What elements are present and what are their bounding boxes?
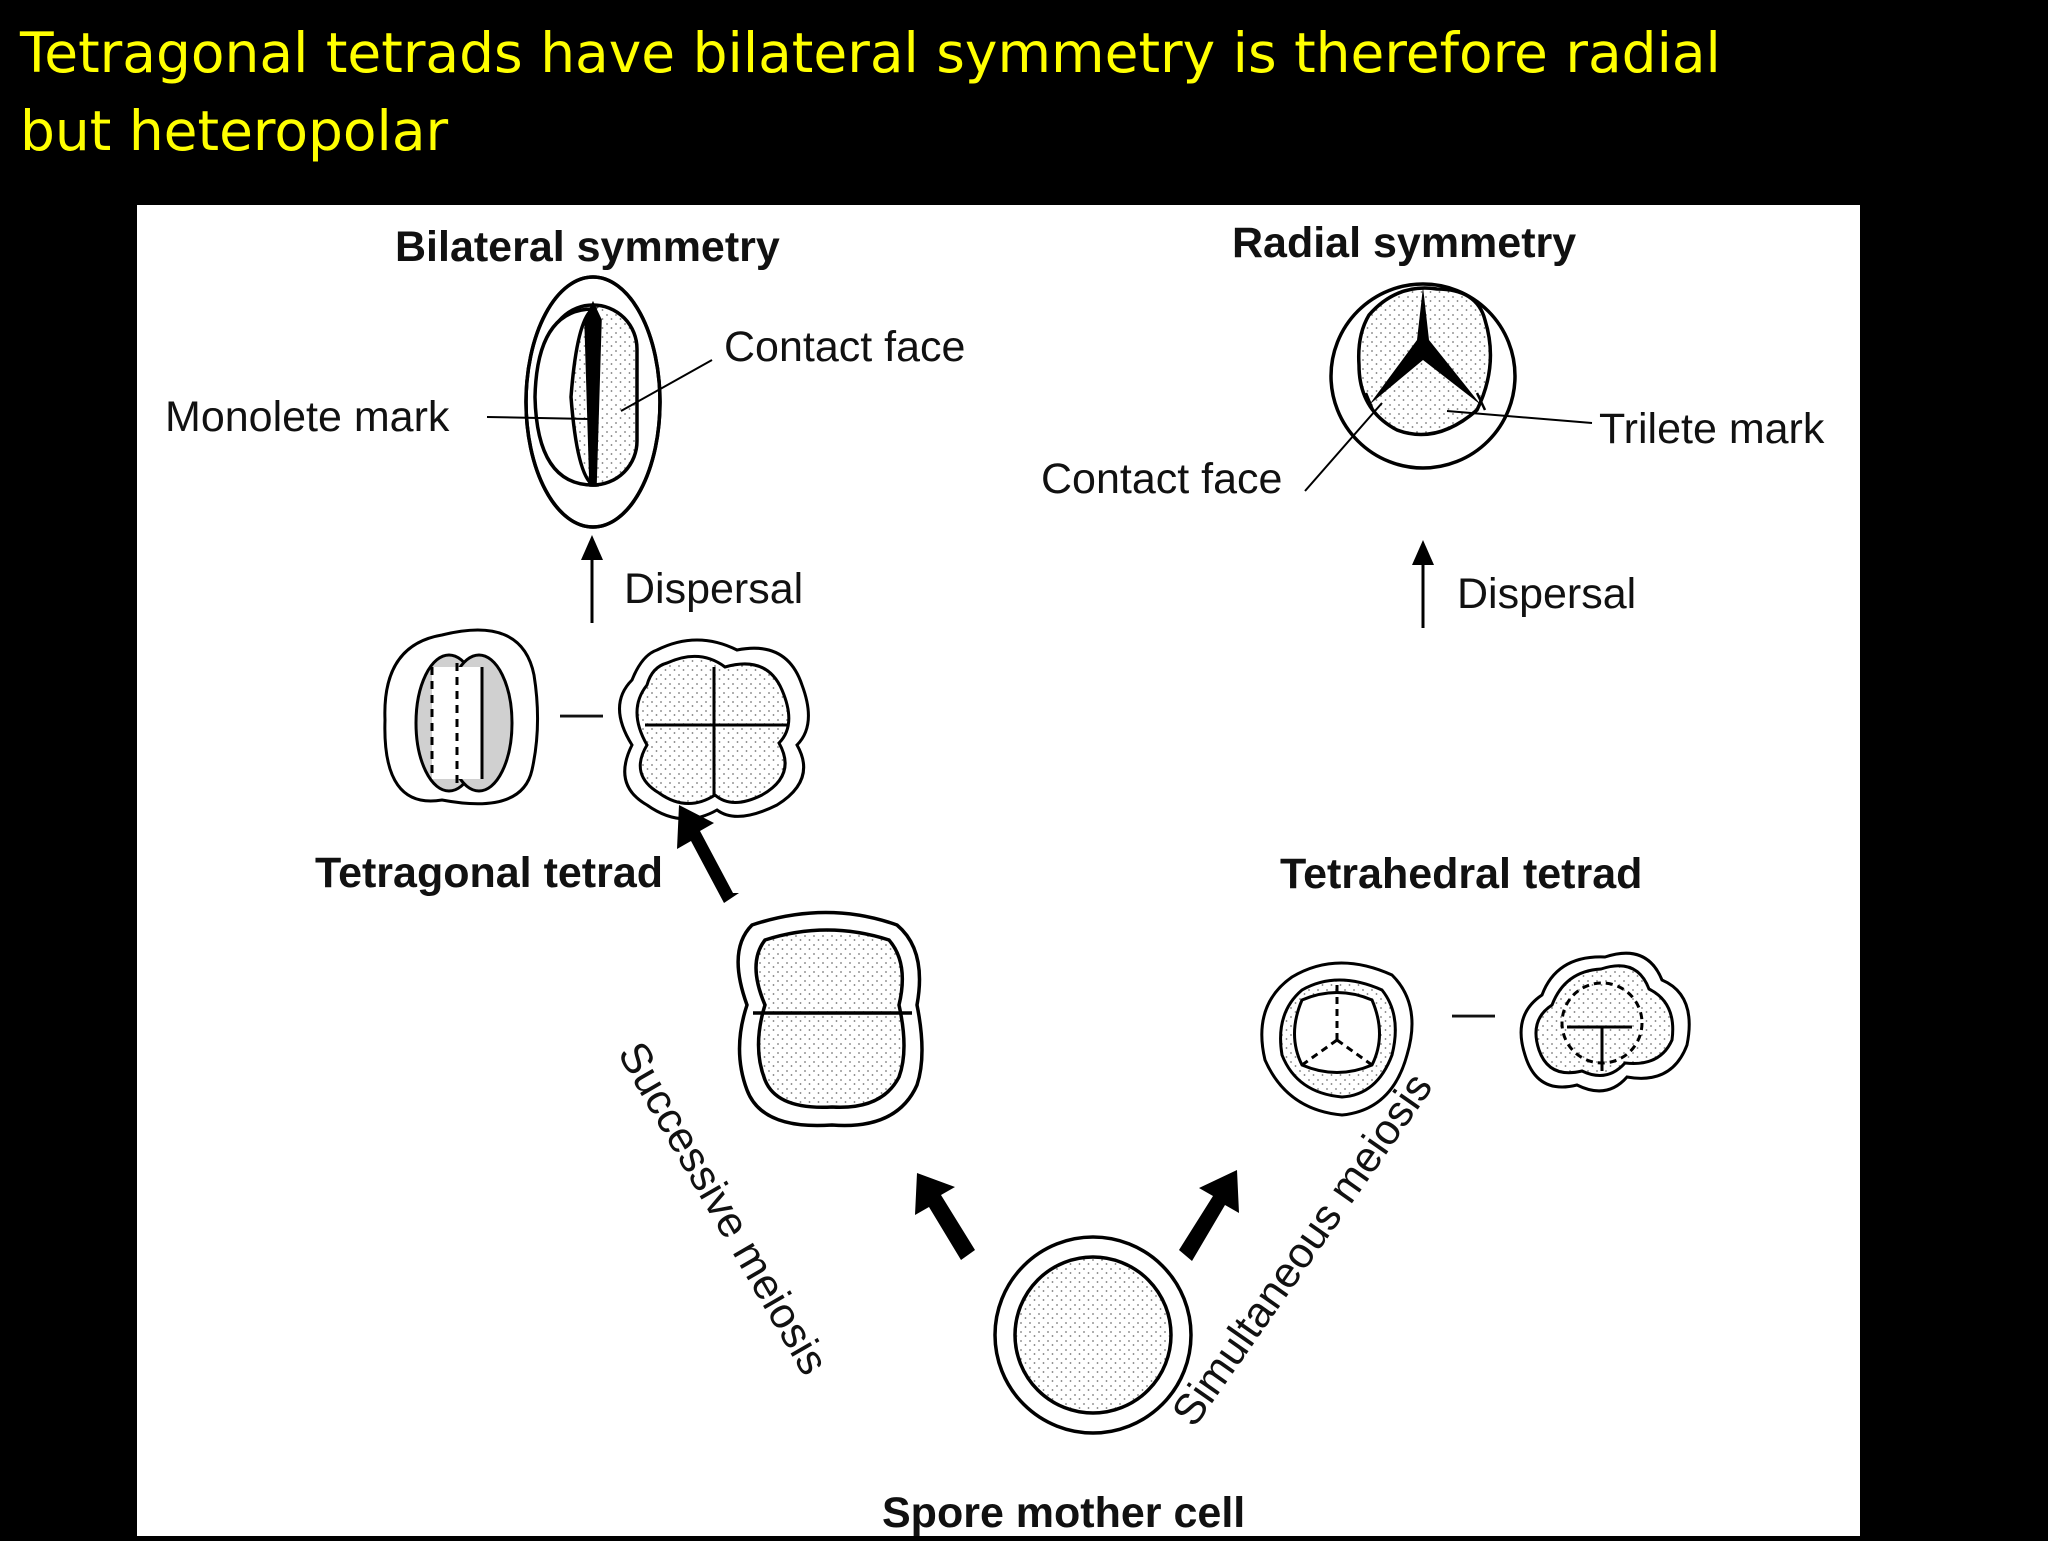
dash-left: — — [560, 689, 603, 737]
slide-title: Tetragonal tetrads have bilateral symmet… — [20, 14, 1920, 170]
trilete-mark-shape — [1364, 287, 1487, 411]
dyad-cell — [736, 910, 924, 1128]
spore-symmetry-figure: Bilateral symmetry Radial symmetry Conta… — [137, 205, 1860, 1537]
tetrahedral-tetrad-view-b — [1519, 951, 1691, 1093]
tetragonal-tetrad-side-view — [383, 628, 540, 806]
contact-face-left-leader — [620, 359, 713, 412]
monolete-mark-leader — [486, 416, 590, 420]
label-dispersal-right: Dispersal — [1457, 570, 1636, 618]
arrow-to-tetragonal-tetrad — [677, 805, 739, 903]
arrow-to-tetrahedral-tetrad — [1179, 1170, 1239, 1261]
heading-tetrahedral-tetrad: Tetrahedral tetrad — [1280, 850, 1642, 898]
dispersal-arrow-left — [581, 535, 603, 623]
trilete-mark-leader — [1446, 410, 1593, 424]
tetrahedral-tetrad-view-a — [1260, 961, 1414, 1117]
heading-radial-symmetry: Radial symmetry — [1232, 219, 1576, 267]
contact-face-right-leader — [1304, 402, 1383, 492]
spore-mother-cell — [993, 1235, 1193, 1435]
heading-tetragonal-tetrad: Tetragonal tetrad — [315, 849, 663, 897]
label-dispersal-left: Dispersal — [624, 565, 803, 613]
trilete-spore — [1329, 282, 1517, 470]
slide-title-line-2: but heteropolar — [20, 99, 449, 163]
label-contact-face-left: Contact face — [724, 323, 965, 371]
dash-right: — — [1452, 989, 1495, 1037]
slide-title-line-1: Tetragonal tetrads have bilateral symmet… — [20, 21, 1721, 85]
label-contact-face-right: Contact face — [1041, 455, 1282, 503]
label-simultaneous-meiosis: Simultaneous meiosis — [1163, 1065, 1442, 1435]
label-monolete-mark: Monolete mark — [165, 393, 450, 441]
spore-symmetry-diagram: Bilateral symmetry Radial symmetry Conta… — [165, 219, 1825, 1537]
label-trilete-mark: Trilete mark — [1599, 405, 1825, 453]
tetragonal-tetrad-top-view — [618, 638, 810, 821]
monolete-spore — [524, 275, 662, 529]
arrow-to-dyad — [915, 1173, 975, 1260]
heading-bilateral-symmetry: Bilateral symmetry — [395, 223, 780, 271]
dispersal-arrow-right — [1412, 540, 1434, 628]
heading-spore-mother-cell: Spore mother cell — [882, 1489, 1245, 1536]
